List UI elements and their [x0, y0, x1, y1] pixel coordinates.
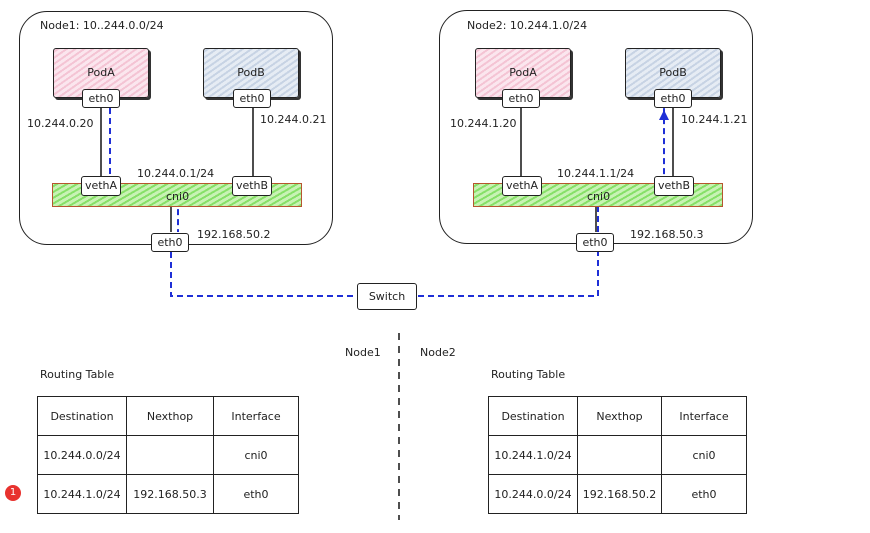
node1-title: Node1: 10..244.0.0/24	[40, 19, 164, 32]
table-cell: 10.244.0.0/24	[37, 435, 127, 475]
table-header: Interface	[213, 396, 299, 436]
node2-pod-b-label: PodB	[659, 66, 687, 79]
switch-box: Switch	[357, 283, 417, 310]
table-cell: 10.244.0.0/24	[488, 474, 578, 514]
table-header: Nexthop	[577, 396, 662, 436]
node1-pod-b-ip: 10.244.0.21	[260, 113, 327, 126]
table-cell: 10.244.1.0/24	[37, 474, 127, 514]
node1-pod-b-label: PodB	[237, 66, 265, 79]
node1-veth-a: vethA	[81, 176, 121, 196]
node1-host-ip: 192.168.50.2	[197, 228, 271, 241]
table-row: 10.244.0.0/24 192.168.50.2 eth0	[488, 474, 747, 514]
node2-title: Node2: 10.244.1.0/24	[467, 19, 588, 32]
node1-bridge-ip: 10.244.0.1/24	[137, 167, 215, 180]
table-header: Destination	[488, 396, 578, 436]
node2-pod-b-ip: 10.244.1.21	[681, 113, 748, 126]
table-header-row: Destination Nexthop Interface	[488, 396, 747, 436]
arrowhead-icon	[659, 110, 669, 120]
node1-host-eth0: eth0	[151, 233, 189, 252]
table-row: 10.244.0.0/24 cni0	[37, 435, 299, 475]
divider-label-node2: Node2	[420, 346, 456, 359]
table-header: Interface	[661, 396, 747, 436]
table-cell	[126, 435, 214, 475]
table-cell: cni0	[661, 435, 747, 475]
node2-pod-b-eth0: eth0	[654, 89, 692, 108]
table-header: Nexthop	[126, 396, 214, 436]
table-cell: eth0	[661, 474, 747, 514]
node2-bridge-ip: 10.244.1.1/24	[557, 167, 635, 180]
table-row: 10.244.1.0/24 192.168.50.3 eth0	[37, 474, 299, 514]
node1-pod-b-eth0: eth0	[233, 89, 271, 108]
node1-pod-a-label: PodA	[87, 66, 115, 79]
table-cell: 192.168.50.2	[577, 474, 662, 514]
table-cell: eth0	[213, 474, 299, 514]
table-cell: 10.244.1.0/24	[488, 435, 578, 475]
step-badge: 1	[5, 485, 21, 501]
node2-pod-a-eth0: eth0	[502, 89, 540, 108]
table-row: 10.244.1.0/24 cni0	[488, 435, 747, 475]
table-cell: 192.168.50.3	[126, 474, 214, 514]
routing-table-node1: Destination Nexthop Interface 10.244.0.0…	[37, 396, 299, 514]
table-cell: cni0	[213, 435, 299, 475]
node1-pod-a-ip: 10.244.0.20	[27, 117, 94, 130]
table-header-row: Destination Nexthop Interface	[37, 396, 299, 436]
node2-pod-a-label: PodA	[509, 66, 537, 79]
node2-veth-a: vethA	[502, 176, 542, 196]
table1-title: Routing Table	[40, 368, 115, 381]
divider-label-node1: Node1	[345, 346, 381, 359]
node1-pod-a-eth0: eth0	[82, 89, 120, 108]
node2-host-ip: 192.168.50.3	[630, 228, 704, 241]
table-header: Destination	[37, 396, 127, 436]
node1-veth-b: vethB	[232, 176, 272, 196]
node2-cni0-label: cni0	[587, 190, 611, 203]
routing-table-node2: Destination Nexthop Interface 10.244.1.0…	[488, 396, 747, 514]
node2-veth-b: vethB	[654, 176, 694, 196]
node2-host-eth0: eth0	[576, 233, 614, 252]
table2-title: Routing Table	[491, 368, 566, 381]
table-cell	[577, 435, 662, 475]
node2-pod-a-ip: 10.244.1.20	[450, 117, 517, 130]
node1-cni0-label: cni0	[166, 190, 190, 203]
